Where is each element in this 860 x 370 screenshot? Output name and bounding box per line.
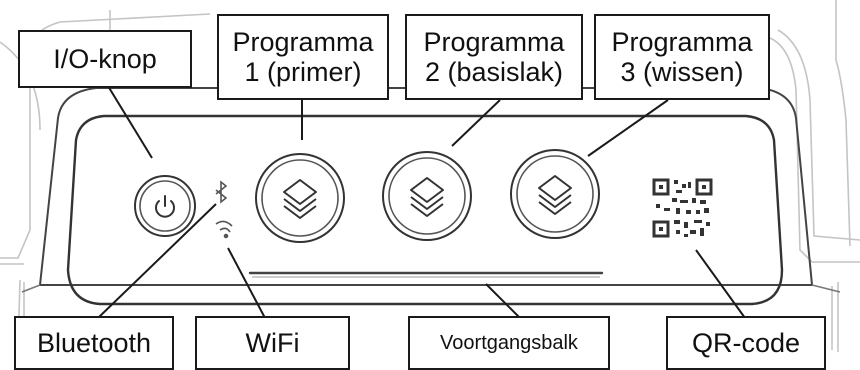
leader-lines bbox=[97, 85, 746, 319]
callout-program-3-line2: 3 (wissen) bbox=[620, 57, 744, 87]
program-3-button[interactable] bbox=[510, 149, 600, 239]
bluetooth-icon bbox=[215, 180, 228, 204]
leader-prog2 bbox=[451, 99, 501, 147]
housing-outline bbox=[0, 0, 860, 352]
power-button[interactable] bbox=[134, 175, 196, 237]
callout-program-1-line1: Programma bbox=[232, 26, 374, 57]
leader-wifi bbox=[227, 247, 266, 319]
callout-wifi: WiFi bbox=[195, 316, 350, 370]
layers-icon bbox=[538, 175, 572, 215]
callout-bluetooth-text: Bluetooth bbox=[36, 327, 152, 358]
layers-icon bbox=[283, 179, 317, 219]
leader-progress bbox=[485, 283, 521, 319]
callout-qr-code-text: QR-code bbox=[691, 327, 801, 358]
callout-bluetooth: Bluetooth bbox=[14, 316, 174, 370]
leader-qr bbox=[695, 249, 746, 319]
callout-program-2-line2: 2 (basislak) bbox=[424, 57, 564, 87]
leader-bluetooth bbox=[97, 203, 217, 319]
program-2-button[interactable] bbox=[382, 151, 472, 241]
callout-progress-bar-text: Voortgangsbalk bbox=[440, 331, 578, 354]
callout-power-text: I/O-knop bbox=[53, 43, 157, 74]
power-icon bbox=[155, 195, 175, 218]
program-1-button[interactable] bbox=[255, 153, 345, 243]
callout-progress-bar: Voortgangsbalk bbox=[408, 316, 610, 370]
wifi-icon bbox=[215, 220, 233, 239]
callout-program-2-line1: Programma bbox=[423, 26, 565, 57]
layers-icon bbox=[410, 177, 444, 217]
callout-program-1: Programma 1 (primer) bbox=[217, 14, 389, 100]
qr-code-icon bbox=[652, 178, 713, 238]
callout-program-3: Programma 3 (wissen) bbox=[594, 14, 770, 100]
leader-prog3 bbox=[587, 99, 669, 157]
callout-wifi-text: WiFi bbox=[245, 327, 300, 358]
leader-power bbox=[107, 85, 153, 159]
callout-program-1-line2: 1 (primer) bbox=[244, 57, 362, 87]
callout-program-3-line1: Programma bbox=[611, 26, 753, 57]
progress-bar bbox=[248, 271, 604, 278]
callout-power: I/O-knop bbox=[18, 30, 192, 88]
callout-qr-code: QR-code bbox=[666, 316, 826, 370]
callout-program-2: Programma 2 (basislak) bbox=[405, 14, 583, 100]
